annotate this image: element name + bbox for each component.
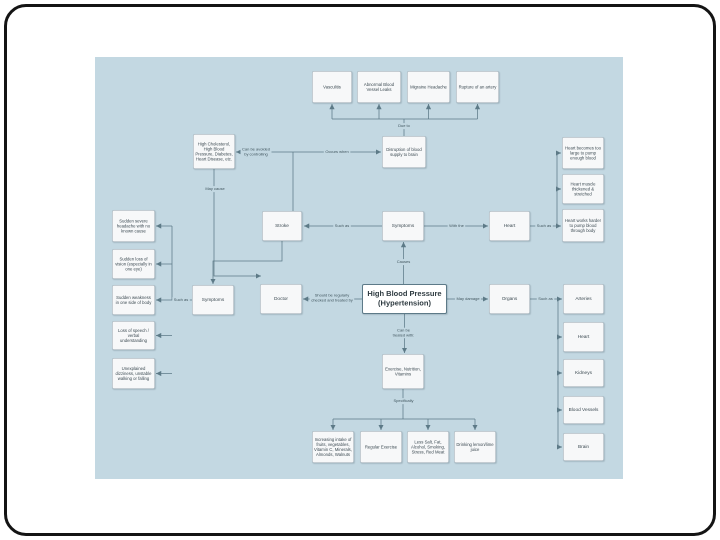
node-heart-too-large: Heart becomes too large to pump enough b… [562, 137, 604, 169]
edge-label-due-to: Due to [396, 123, 412, 129]
node-organs: Organs [489, 284, 530, 314]
node-kidneys: Kidneys [563, 359, 604, 387]
edge-label-may-cause: May cause [203, 186, 227, 192]
node-heart-top: Heart [489, 211, 530, 241]
node-arteries: Arteries [563, 284, 604, 314]
connector-lines [156, 104, 562, 450]
node-stroke: Stroke [262, 211, 302, 241]
edge-label-such-as-organs: Such as [536, 296, 555, 302]
edge-label-can-be-avoided: Can be avoided by controlling [240, 146, 272, 158]
edge-label-specifically: Specifically [391, 398, 416, 404]
node-doctor: Doctor [260, 284, 302, 314]
node-abnormal-blood-vessel-leaks: Abnormal Blood Vessel Leaks [357, 71, 401, 103]
node-symptom-dizziness: Unexplained dizziness, unstable walking … [112, 358, 155, 389]
edge-label-checked-by: Should be regularly checked and treated … [309, 292, 355, 304]
node-lemon-lime-juice: Drinking lemon/lime juice [454, 431, 496, 463]
node-disruption-blood-supply: Disruption of blood supply to brain [382, 136, 426, 168]
node-less-salt-fat: Less Salt, Fat, Alcohol, Smoking, Stress… [407, 431, 449, 463]
edge-label-with-the: With the [447, 223, 466, 229]
edge-label-occurs-when: Occurs when [323, 149, 351, 155]
diagram-canvas: Vasculitis Abnormal Blood Vessel Leaks M… [95, 57, 623, 479]
node-migraine-headache: Migraine Headache [407, 71, 450, 103]
node-brain: Brain [563, 433, 604, 461]
node-increase-intake: Increasing intake of fruits, vegetables,… [312, 431, 354, 463]
node-treatment: Exercise, Nutrition, Vitamins [382, 354, 424, 389]
edge-label-such-as-heart: Such as [535, 223, 553, 229]
node-symptom-weakness: Sudden weakness in one side of body [112, 285, 155, 315]
node-symptoms-center: Symptoms [382, 211, 424, 241]
node-symptom-speech-loss: Loss of speech / verbal understanding [112, 321, 155, 350]
node-blood-vessels: Blood Vessels [563, 396, 604, 424]
node-symptom-vision-loss: Sudden loss of vision (especially in one… [112, 249, 155, 279]
edge-label-may-damage: May damage [454, 296, 482, 302]
node-heart-right: Heart [563, 322, 604, 352]
node-heart-muscle-thickened: Heart muscle thickened & stretched [562, 174, 604, 204]
node-heart-works-harder: Heart works harder to pump blood through… [562, 209, 604, 242]
node-regular-exercise: Regular Exercise [360, 431, 402, 463]
concept-map: Vasculitis Abnormal Blood Vessel Leaks M… [95, 57, 623, 479]
node-rupture-of-artery: Rupture of an artery [456, 71, 499, 103]
edge-label-causes: Causes [395, 259, 412, 265]
edge-label-such-as-left: Such as [172, 297, 190, 303]
node-symptom-headache: Sudden severe headache with no known cau… [112, 210, 155, 242]
node-risk-factors: High Cholesterol, High Blood Pressure, D… [193, 134, 235, 169]
edge-label-such-as-stroke: Such as [333, 223, 351, 229]
slide-frame: Vasculitis Abnormal Blood Vessel Leaks M… [4, 4, 716, 536]
node-high-blood-pressure: High Blood Pressure (Hypertension) [362, 284, 447, 314]
edge-label-treated-with: Can be treated with: [391, 327, 416, 339]
node-vasculitis: Vasculitis [312, 71, 352, 103]
node-symptoms-left: Symptoms [192, 285, 234, 315]
